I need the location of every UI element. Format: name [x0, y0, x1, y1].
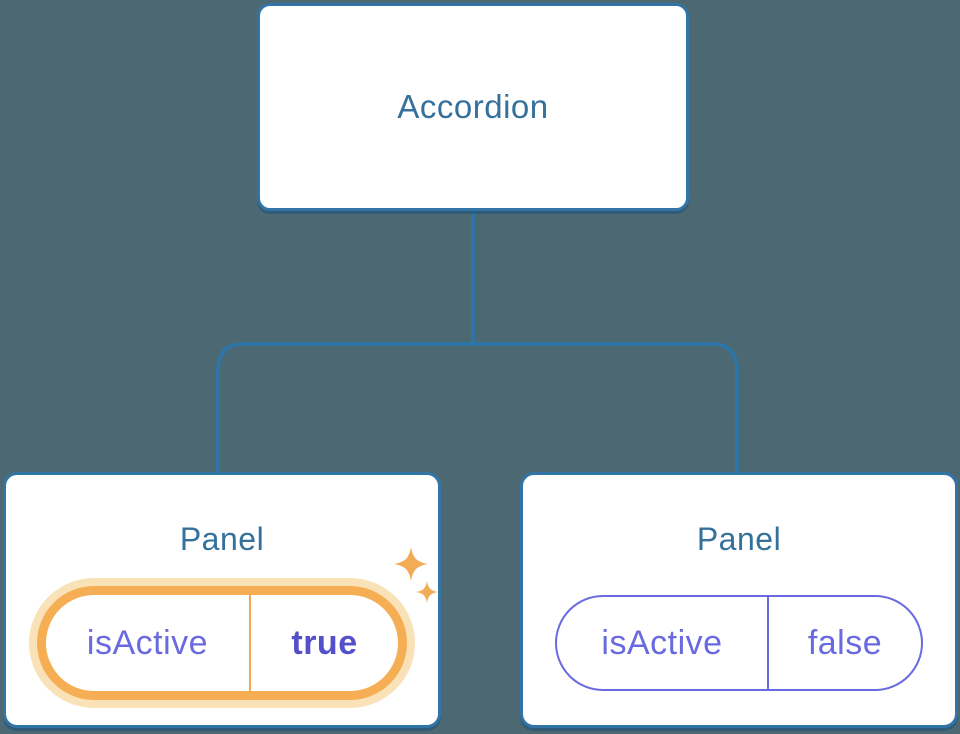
accordion-node-label: Accordion — [397, 88, 549, 125]
state-value: true — [249, 595, 398, 691]
state-key: isActive — [86, 623, 209, 662]
state-pill-active: isActive true — [37, 586, 407, 700]
panel-title: Panel — [179, 521, 265, 557]
panel-title: Panel — [696, 521, 782, 557]
accordion-node: Accordion — [257, 3, 689, 211]
panel-node-inactive: Panel isActive false — [520, 472, 958, 728]
panel-node-active: Panel isActive true — [3, 472, 441, 728]
state-pill-inactive: isActive false — [555, 595, 923, 691]
sparkle-small-icon — [416, 581, 438, 603]
state-key: isActive — [601, 623, 723, 662]
state-value: false — [766, 597, 921, 689]
